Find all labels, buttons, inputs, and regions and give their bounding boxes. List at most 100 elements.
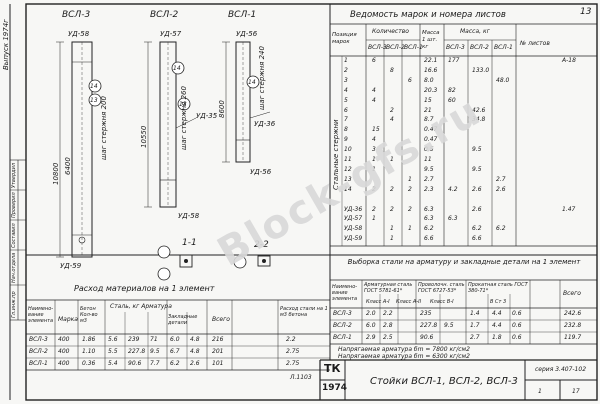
vedomost-cell: 1 xyxy=(408,175,412,183)
stamp-row: Гл.инж.пр xyxy=(11,291,17,318)
label-ud36: УД-36 xyxy=(254,120,276,128)
vedomost-cell: 4 xyxy=(372,96,376,104)
rashod-cell: 201 xyxy=(212,348,224,355)
vedomost-cell: 6.3 xyxy=(448,215,458,223)
vedomost-cell: 2 xyxy=(372,205,376,213)
vedomost-mass-sub-3: ВСЛ-1 xyxy=(494,44,513,51)
vyborka-cell: 6.0 xyxy=(366,322,376,329)
vedomost-mass-sub-1: ВСЛ-3 xyxy=(446,44,465,51)
vedomost-cell: 34.8 xyxy=(472,116,486,124)
vedomost-title: Ведомость марок и номера листов xyxy=(350,10,506,20)
vedomost-note: А-18 xyxy=(562,57,576,64)
callout-4: 13 xyxy=(179,101,187,108)
vedomost-cell: 2.7 xyxy=(424,175,434,183)
rashod-cell: 0.36 xyxy=(82,360,96,367)
rashod-cell: 6.7 xyxy=(170,348,180,355)
stamp-row: Нач.отдела xyxy=(11,252,17,283)
vedomost-cell: 6.6 xyxy=(472,235,482,243)
vyborka-head-wire: Проволочн. сталь ГОСТ 6727-53* xyxy=(418,282,465,294)
vyborka-class-2: Класс А-II xyxy=(396,299,422,305)
vedomost-cell: 42.6 xyxy=(472,106,486,114)
title-block-sheet: 17 xyxy=(572,388,580,395)
vedomost-cell: 7 xyxy=(344,116,348,124)
dim-2: 10550 xyxy=(140,125,148,148)
rashod-cell: 6.0 xyxy=(170,336,180,343)
rashod-title: Расход материалов на 1 элемент xyxy=(74,284,215,293)
vedomost-cell: 8.7 xyxy=(424,116,434,124)
title-block-title: Стойки ВСЛ-1, ВСЛ-2, ВСЛ-3 xyxy=(370,376,518,387)
vedomost-cell: 6 xyxy=(408,76,412,84)
vedomost-cell: 0.5 xyxy=(424,146,434,154)
vyborka-note-2: Напрягаемая арматура бm = 6300 кг/см2 xyxy=(338,353,470,360)
rashod-head-embeds: Закладные детали xyxy=(168,314,198,326)
vyborka-cell: 4.4 xyxy=(492,322,502,329)
vedomost-cell: 6.2 xyxy=(424,225,434,233)
vedomost-cell: 4 xyxy=(372,86,376,94)
vedomost-head-pos: Позиция марок xyxy=(332,32,357,45)
label-ud56b: УД-56 xyxy=(250,168,272,176)
vedomost-cell: УД-59 xyxy=(344,235,363,243)
vedomost-cell: УД-36 xyxy=(344,205,363,213)
vedomost-cell: 1 xyxy=(390,225,394,233)
vyborka-note-1: Напрягаемая арматура бm = 7800 кг/см2 xyxy=(338,346,470,353)
vedomost-cell: 9.5 xyxy=(472,165,482,173)
vedomost-cell: 14 xyxy=(344,185,352,193)
rashod-cell: 400 xyxy=(58,336,70,343)
rashod-ref: Л.1103 xyxy=(290,374,312,381)
rashod-cell: 101 xyxy=(212,360,224,367)
rashod-cell: 2.75 xyxy=(286,360,300,367)
vedomost-cell: 60 xyxy=(448,96,456,104)
vyborka-cell: 0.6 xyxy=(512,334,522,341)
dim-4: 6400 xyxy=(64,157,72,175)
vyborka-cell: ВСЛ-1 xyxy=(333,334,352,341)
vedomost-cell: 3 xyxy=(344,76,348,84)
vedomost-cell: УД-58 xyxy=(344,225,363,233)
vyborka-cell: 232.8 xyxy=(564,322,582,329)
vyborka-cell: 2.8 xyxy=(383,322,393,329)
vedomost-cell: 2 xyxy=(390,185,394,193)
rashod-cell: 2.6 xyxy=(190,360,200,367)
vedomost-cell: 4 xyxy=(344,86,348,94)
vedomost-cell: 4 xyxy=(390,116,394,124)
callout-3: 14 xyxy=(173,65,181,72)
rashod-cell: 90.6 xyxy=(128,360,142,367)
rashod-cell: 5.5 xyxy=(108,348,118,355)
vedomost-cell: 8.0 xyxy=(424,76,434,84)
vedomost-cell: 177 xyxy=(448,57,460,64)
column-title-3: ВСЛ-1 xyxy=(228,10,257,20)
rashod-cell: 5.4 xyxy=(108,360,118,367)
rashod-cell: 4.8 xyxy=(190,336,200,343)
vedomost-cell: 4 xyxy=(372,136,376,144)
vedomost-cell: 2.6 xyxy=(472,185,482,193)
vedomost-cell: 2 xyxy=(372,185,376,193)
vedomost-cell: 0.47 xyxy=(424,126,438,134)
rashod-cell: 227.8 xyxy=(128,348,146,355)
vedomost-cell: 11 xyxy=(424,156,432,163)
rashod-head-per-m3: Расход стали на 1 м3 бетона xyxy=(280,306,328,318)
vedomost-cell: 6.6 xyxy=(424,235,434,243)
vedomost-mass-sub-2: ВСЛ-2 xyxy=(470,44,489,51)
rashod-head-concrete: Бетон Кол-во м3 xyxy=(80,306,98,324)
rashod-cell: 4.8 xyxy=(190,348,200,355)
vedomost-cell: 8 xyxy=(390,66,394,74)
stamp-row: Утвердил xyxy=(11,162,17,188)
vyborka-head-rebar: Арматурная сталь ГОСТ 5781-61* xyxy=(364,282,413,294)
vyborka-cell: 2.2 xyxy=(383,310,393,317)
vedomost-cell: 6.2 xyxy=(472,225,482,233)
vedomost-cell: 9.5 xyxy=(472,146,482,154)
vedomost-head-qty: Количество xyxy=(372,28,409,35)
vedomost-cell: 3 xyxy=(372,146,376,154)
stamp-row: Проверил xyxy=(11,192,17,218)
vedomost-cell: 20.3 xyxy=(424,86,438,94)
vyborka-cell: ВСЛ-2 xyxy=(333,322,352,329)
vedomost-head-note: № листов xyxy=(520,40,550,47)
vedomost-note: 1.47 xyxy=(562,205,576,213)
rashod-head-steel: Сталь, кг Арматура xyxy=(110,303,172,310)
callout-1: 14 xyxy=(90,83,98,90)
rashod-cell: 5.6 xyxy=(108,336,118,343)
vyborka-cell: 235 xyxy=(420,310,432,317)
vedomost-sub-3: ВСЛ-1 xyxy=(404,44,423,51)
section-1-1: 1-1 xyxy=(182,238,197,248)
vedomost-cell: 0.47 xyxy=(424,136,438,144)
